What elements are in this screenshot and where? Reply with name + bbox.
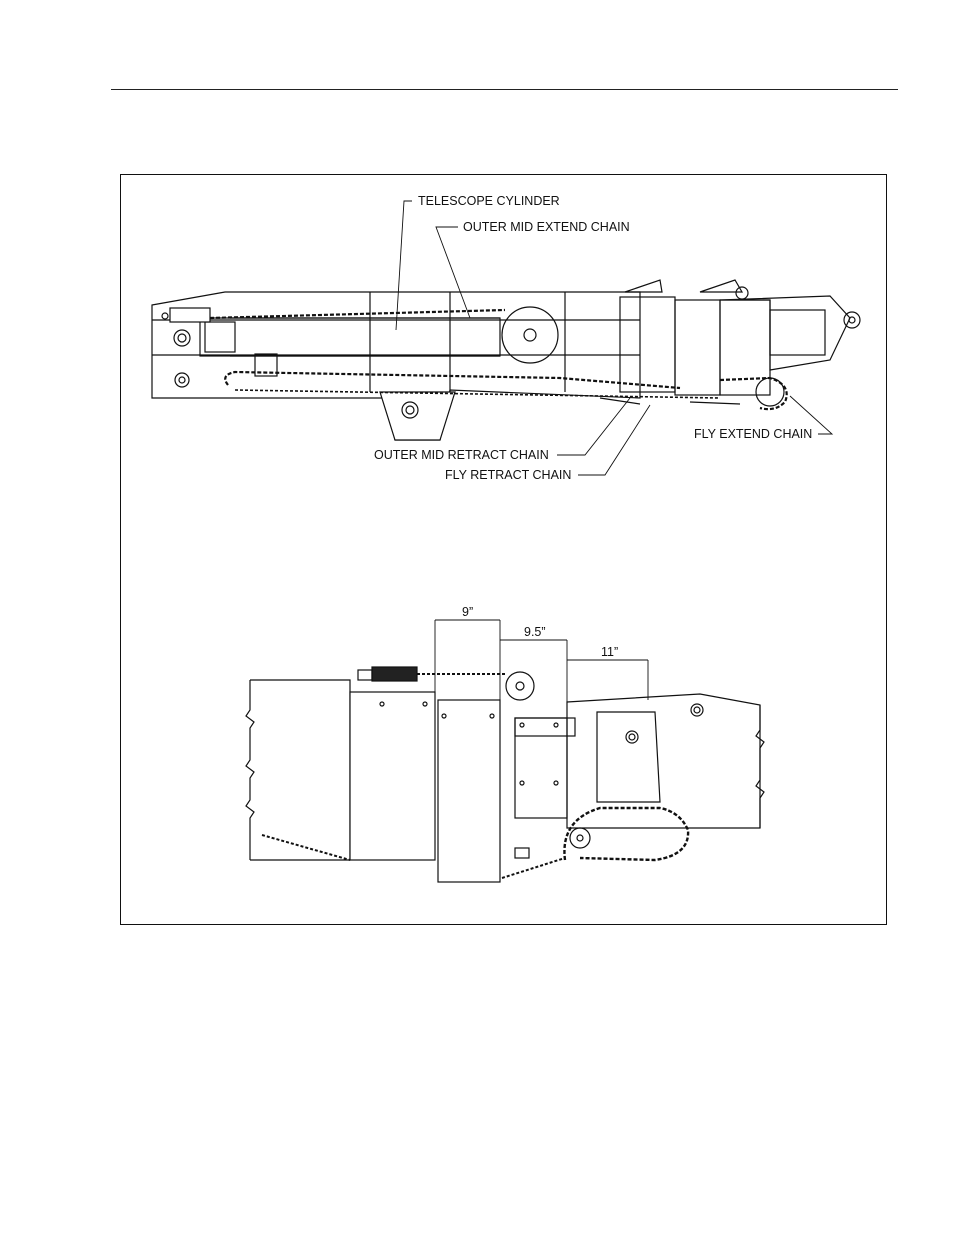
fly-section [720,296,850,370]
outer-mid-extend-chain [210,310,505,318]
outer-mid-retract-chain [225,372,680,388]
dimension-2: 9.5” [524,625,546,639]
chain-detail-view [246,667,764,882]
plate-c [515,718,567,818]
cylinder-rod-end [372,667,417,681]
dimension-1: 9” [462,605,473,619]
upper-sheave [506,672,534,700]
mount-bracket [380,392,455,440]
label-outer-mid-extend-chain: OUTER MID EXTEND CHAIN [463,220,630,234]
left-section [250,680,350,860]
label-telescope-cylinder: TELESCOPE CYLINDER [418,194,560,208]
inner-mid-section [620,297,675,392]
plate-a [350,692,435,860]
label-outer-mid-retract-chain: OUTER MID RETRACT CHAIN [374,448,549,462]
base-pin-upper [174,330,190,346]
label-fly-extend-chain: FLY EXTEND CHAIN [694,427,812,441]
plate-b [438,700,500,882]
boom-side-view [152,280,860,440]
base-pin-lower [175,373,189,387]
fly-nose-pin [844,312,860,328]
dimension-3: 11” [601,645,618,659]
telescope-cylinder-body [200,318,500,356]
label-fly-retract-chain: FLY RETRACT CHAIN [445,468,571,482]
lower-sheave-chain [564,808,688,860]
